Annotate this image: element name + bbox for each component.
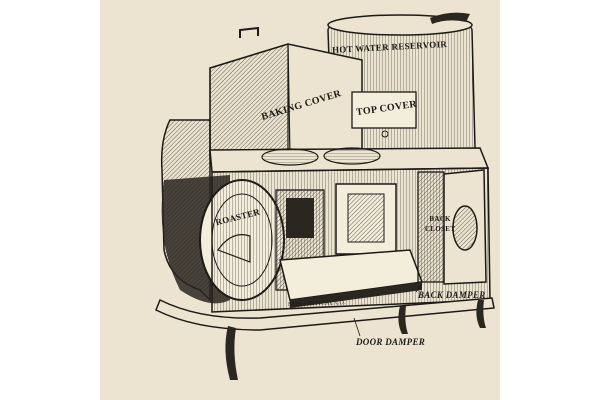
stove-top — [209, 147, 490, 173]
back-closet-label-line1: BACK — [429, 215, 451, 223]
back-closet-door — [417, 169, 487, 285]
back-damper-label: BACK DAMPER — [418, 290, 486, 300]
stove-engraving — [155, 12, 495, 380]
baking-cover — [209, 26, 363, 159]
door-damper-label: DOOR DAMPER — [356, 337, 426, 347]
damper-pointers — [353, 283, 423, 337]
back-closet-label-line2: CLOSET — [425, 225, 456, 233]
top-cover — [351, 91, 417, 138]
engraving-paper: BAKING COVER TOP COVER HOT WATER RESERVO… — [100, 0, 500, 400]
stove-base — [155, 297, 495, 380]
back-closet-label: BACK CLOSET — [425, 214, 455, 234]
